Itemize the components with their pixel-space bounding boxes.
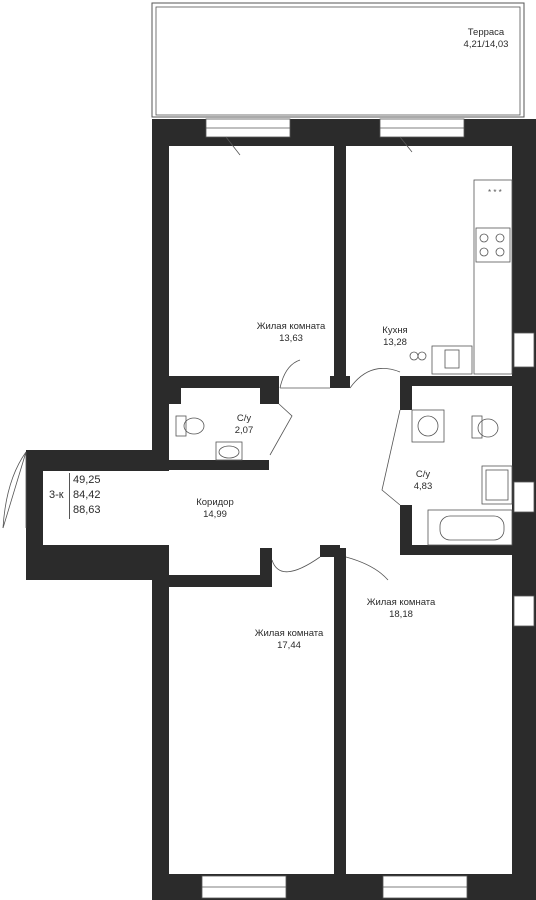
room-name: Жилая комната	[254, 628, 324, 639]
room-name: Кухня	[382, 325, 408, 336]
door-icon	[349, 368, 401, 389]
windows	[201, 118, 535, 899]
room-area: 13,28	[383, 337, 407, 348]
total-area-with-terrace: 88,63	[73, 504, 101, 516]
room-area: 4,21/14,03	[463, 39, 509, 50]
room-name: С/у	[415, 469, 431, 480]
room-name: С/у	[236, 413, 252, 424]
total-area: 84,42	[73, 489, 101, 501]
bathtub-icon	[427, 509, 513, 546]
kitchen-equipment: * * *	[409, 179, 513, 375]
svg-text:* * *: * * *	[488, 188, 502, 197]
window-icon	[513, 332, 535, 368]
kitchen-sink-icon	[431, 345, 473, 375]
door-icon	[2, 451, 27, 529]
door-icon	[271, 556, 321, 573]
toilet-icon	[471, 415, 483, 439]
apartment-summary: 3-к 49,25 84,42 88,63	[46, 473, 120, 519]
room-label-living-3: Жилая комната 18,18	[356, 597, 446, 621]
window-icon	[513, 595, 535, 627]
room-label-living-2: Жилая комната 17,44	[244, 628, 334, 652]
room-label-corridor: Коридор 14,99	[180, 497, 250, 521]
toilet-icon	[175, 415, 187, 437]
room-area: 14,99	[203, 509, 227, 520]
room-label-living-1: Жилая комната 13,63	[246, 321, 336, 345]
room-area: 18,18	[389, 609, 413, 620]
door-icon	[345, 556, 389, 581]
room-area: 4,83	[413, 481, 433, 492]
stove-icon	[475, 227, 511, 263]
room-area: 17,44	[277, 640, 301, 651]
room-area: 2,07	[234, 425, 254, 436]
room-label-terrace: Терраса 4,21/14,03	[456, 27, 516, 51]
room-label-kitchen: Кухня 13,28	[370, 325, 420, 349]
doors	[2, 136, 413, 581]
washing-machine-icon	[411, 409, 445, 443]
room-label-bath-2: С/у 4,83	[405, 469, 441, 493]
living-area: 49,25	[73, 474, 101, 486]
window-icon	[513, 481, 535, 513]
door-icon	[269, 403, 293, 456]
apartment-areas: 49,25 84,42 88,63	[69, 473, 121, 519]
terrace	[151, 2, 525, 118]
sink-icon	[215, 441, 243, 461]
room-name: Терраса	[467, 27, 505, 38]
bath-fixtures	[175, 409, 513, 546]
room-name: Коридор	[196, 497, 234, 508]
room-label-bath-1: С/у 2,07	[226, 413, 262, 437]
apartment-type: 3-к	[49, 489, 64, 501]
room-name: Жилая комната	[366, 597, 436, 608]
sink-icon	[481, 465, 513, 505]
door-icon	[381, 409, 401, 506]
room-area: 13,63	[279, 333, 303, 344]
door-icon	[279, 359, 330, 389]
room-name: Жилая комната	[256, 321, 326, 332]
